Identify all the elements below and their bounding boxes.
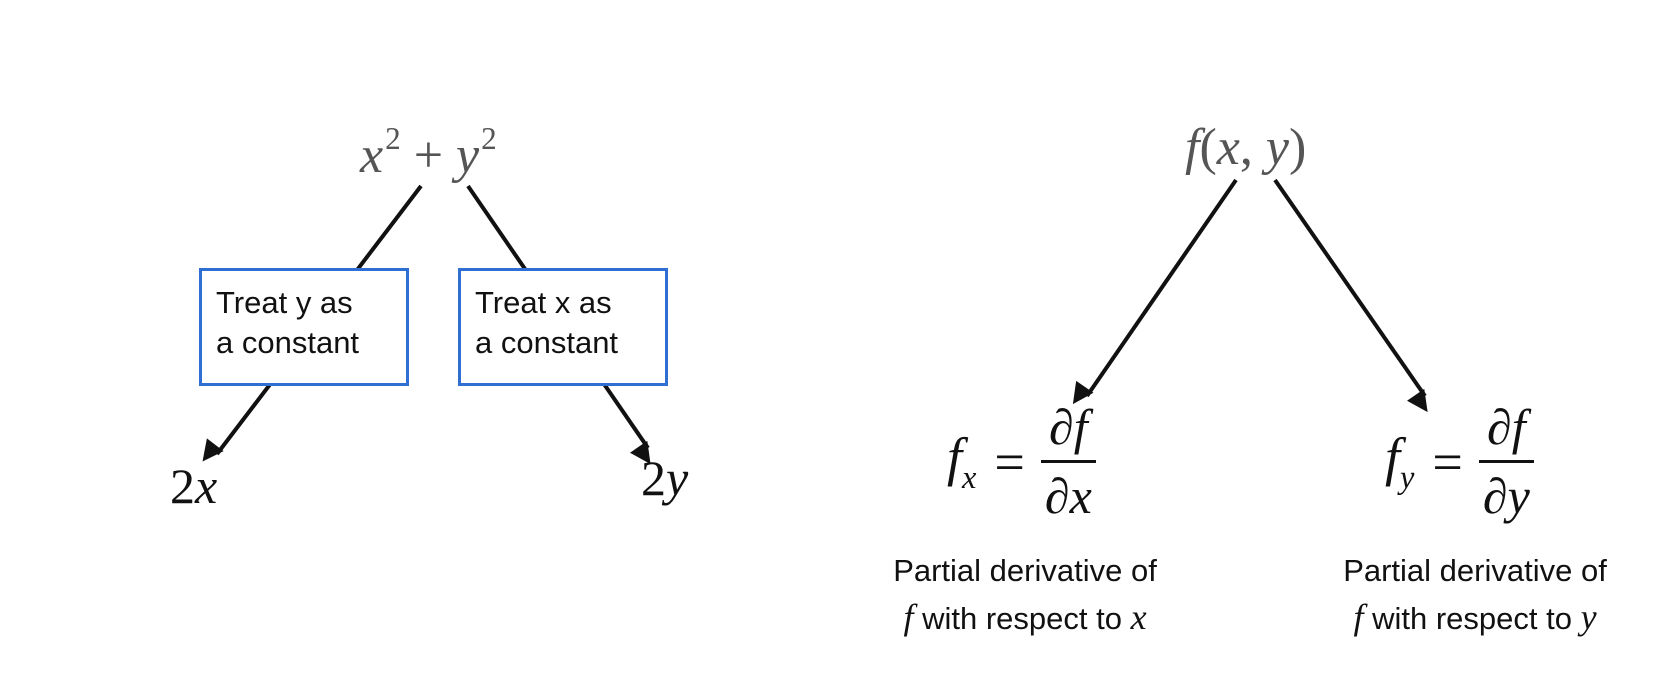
formula-fy: fy = ∂f ∂y xyxy=(1385,398,1534,525)
function-f-of-x-y: f(x, y) xyxy=(1185,119,1307,176)
arrow-to-fx xyxy=(1072,178,1238,405)
fx-symbol: fx xyxy=(947,427,977,496)
box-line-1: Treat y as xyxy=(216,285,353,320)
equals-sign: = xyxy=(994,431,1025,492)
caption-partial-y: Partial derivative of f with respect to … xyxy=(1343,553,1607,637)
box-line-1: Treat x as xyxy=(475,285,612,320)
fraction-bar xyxy=(1478,460,1534,463)
result-2x: 2x xyxy=(170,458,218,514)
arrow-to-fy xyxy=(1273,178,1428,413)
fy-symbol: fy xyxy=(1385,427,1415,496)
treat-x-constant-box: Treat x as a constant xyxy=(458,268,668,386)
box-line-2: a constant xyxy=(475,325,619,360)
result-2y: 2y xyxy=(641,450,689,506)
equals-sign: = xyxy=(1432,431,1463,492)
treat-y-constant-box: Treat y as a constant xyxy=(199,268,409,386)
fraction-df-dy: ∂f ∂y xyxy=(1478,398,1534,525)
box-line-2: a constant xyxy=(216,325,360,360)
fraction-df-dx: ∂f ∂x xyxy=(1040,398,1096,525)
fraction-bar xyxy=(1040,460,1096,463)
caption-partial-x: Partial derivative of f with respect to … xyxy=(893,553,1157,637)
formula-fx: fx = ∂f ∂x xyxy=(947,398,1096,525)
expression-x2-plus-y2: x2 + y2 xyxy=(360,120,497,184)
